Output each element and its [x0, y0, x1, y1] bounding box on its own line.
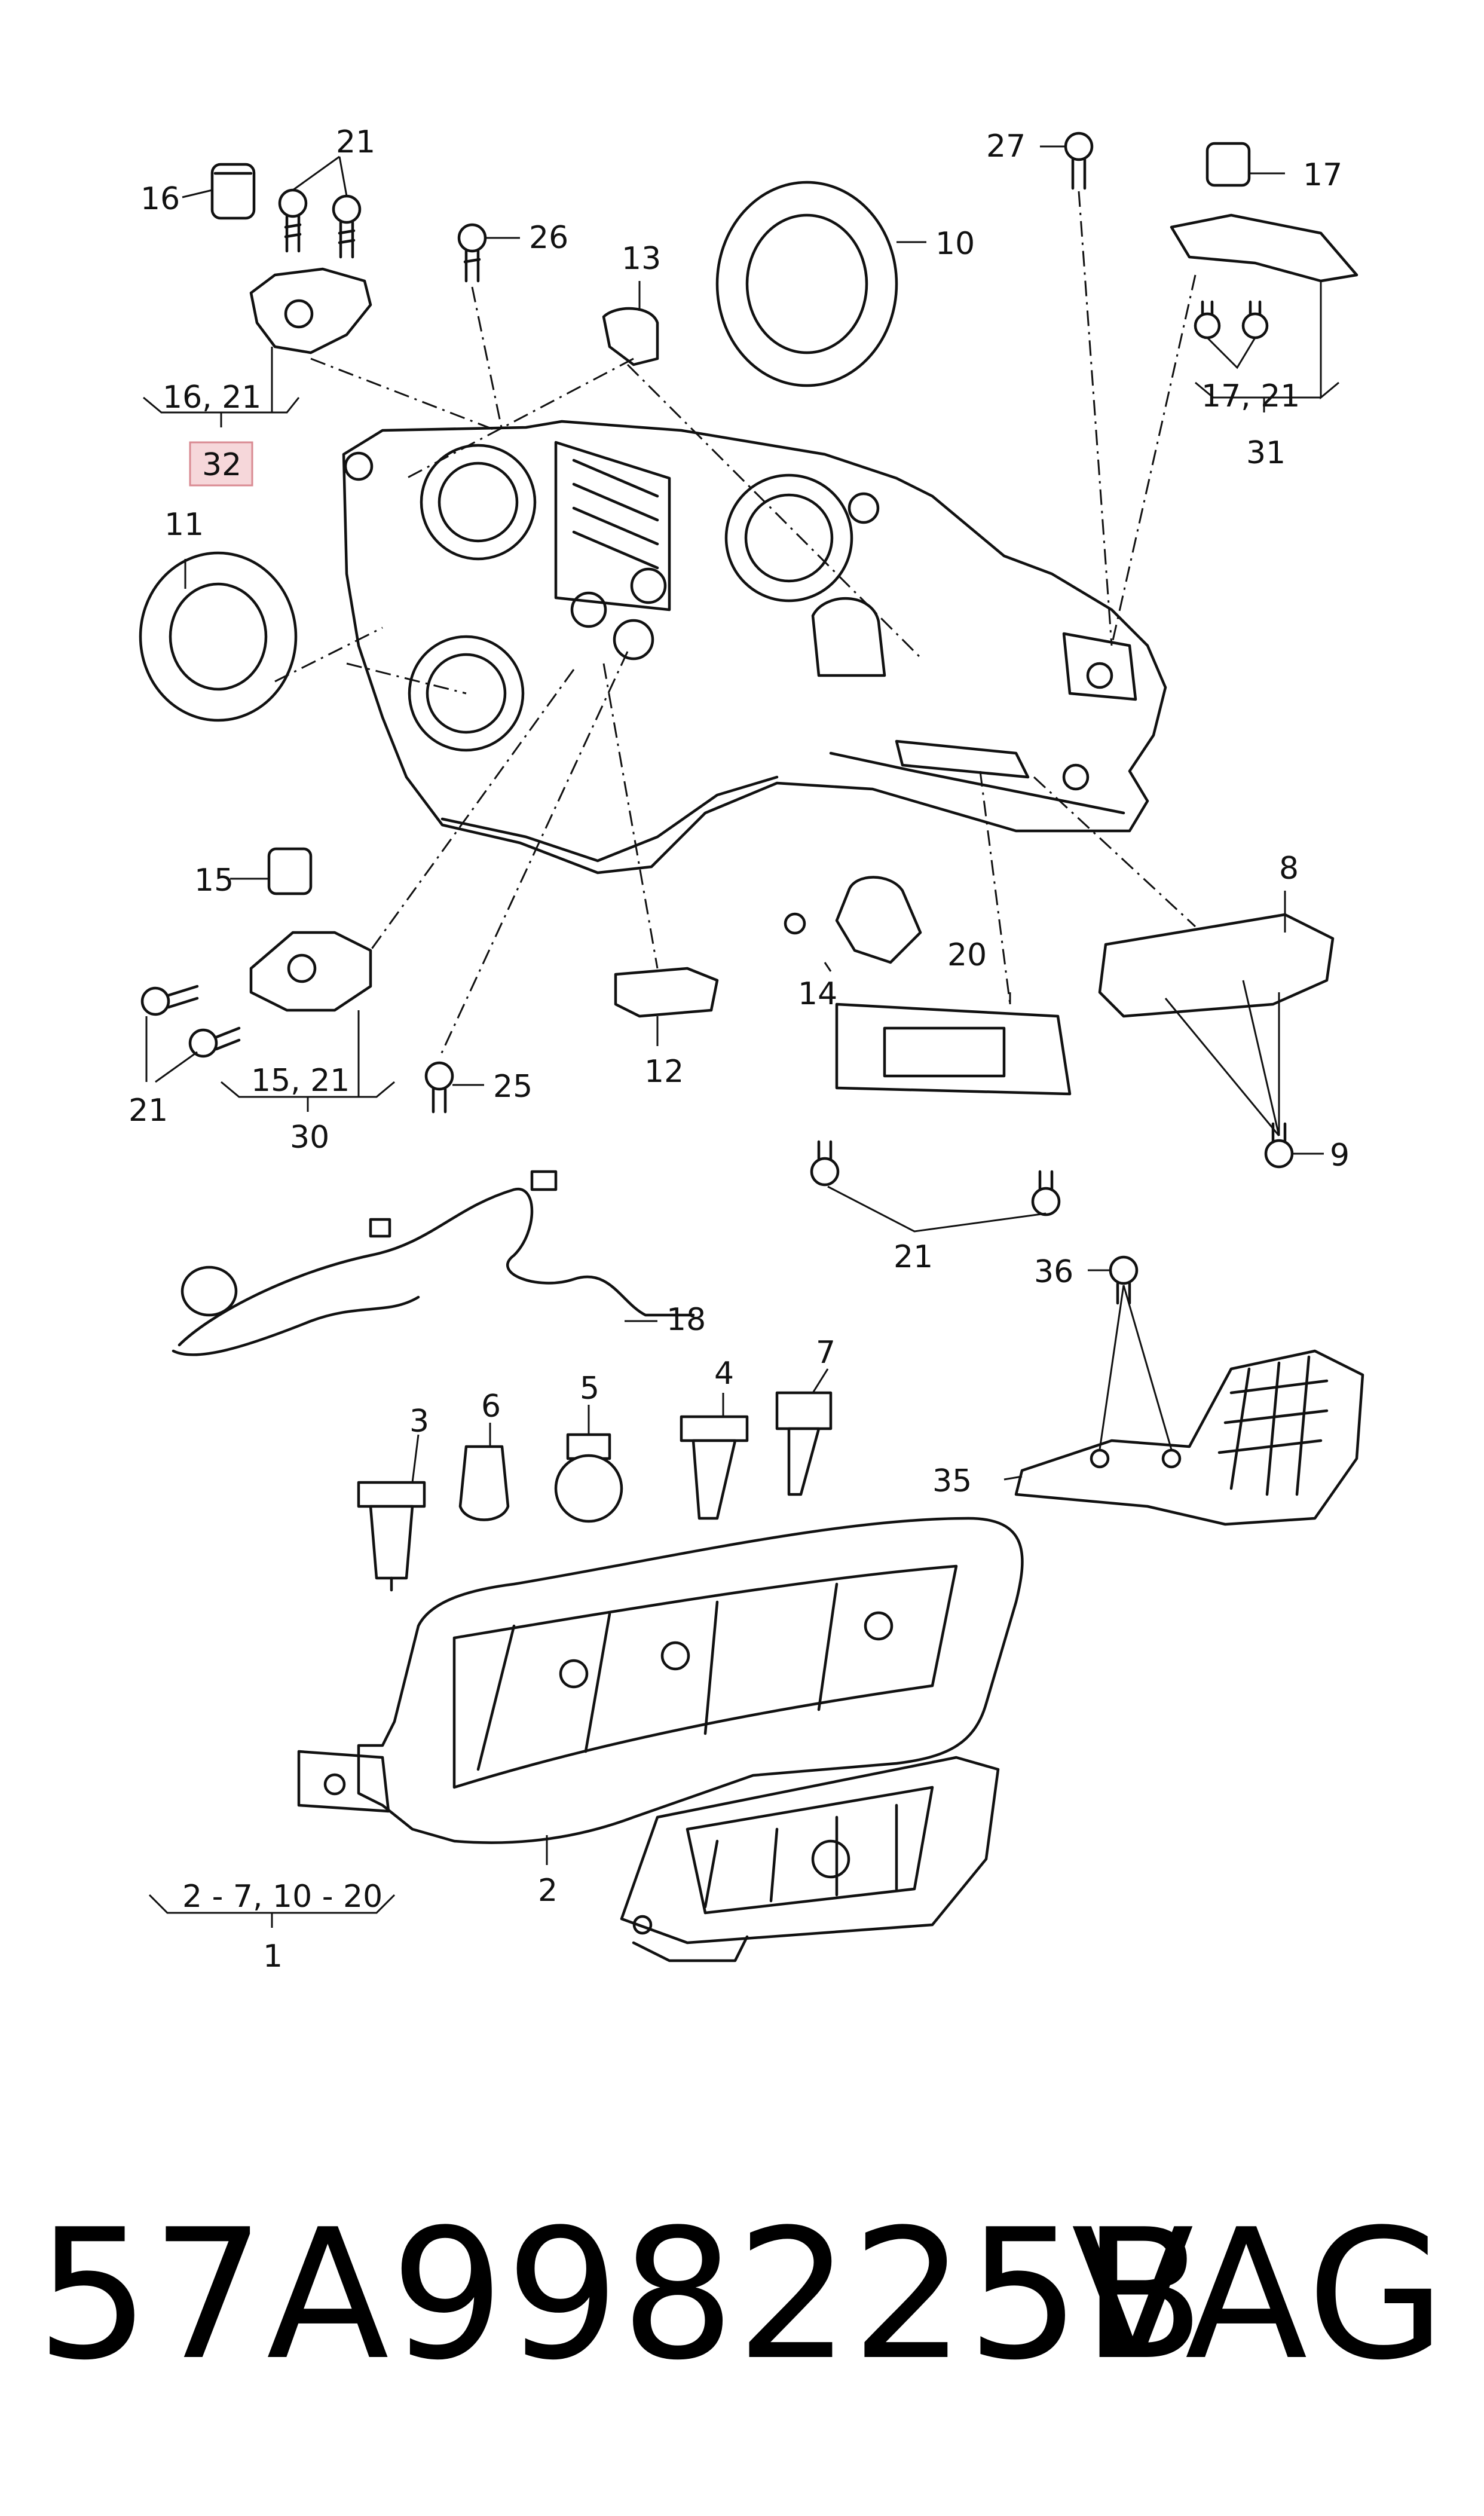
callout-35: 35	[932, 1463, 972, 1499]
callout-13: 13	[622, 241, 661, 277]
callout-1: 1	[263, 1939, 283, 1974]
callout-26: 26	[529, 220, 568, 256]
callout-9: 9	[1330, 1138, 1350, 1173]
cap-10	[715, 181, 898, 387]
callout-16: 16	[140, 181, 180, 217]
group-2-7-10-20: 2 - 7, 10 - 20	[182, 1879, 383, 1915]
callout-6: 6	[481, 1389, 501, 1424]
callout-3: 3	[409, 1404, 429, 1439]
callout-11: 11	[164, 507, 204, 543]
callout-30: 30	[290, 1120, 329, 1155]
part-number: 57A998225B	[36, 2191, 1206, 2399]
cover-8	[1098, 913, 1335, 1018]
screw-17-21-b	[1241, 300, 1269, 340]
callout-18: 18	[666, 1302, 706, 1338]
screw-21-left-b	[188, 1026, 241, 1058]
headlight-assembly	[297, 1517, 1024, 1962]
callout-21-bottom: 21	[894, 1239, 933, 1275]
group-16-21: 16, 21	[163, 380, 261, 415]
callout-32: 32	[202, 447, 241, 483]
callout-12: 12	[644, 1054, 684, 1090]
highlight-box-32	[189, 441, 253, 487]
screw-27	[1064, 132, 1094, 190]
motor-14	[835, 876, 922, 964]
callout-4: 4	[714, 1356, 734, 1392]
bracket-30	[249, 931, 372, 1012]
screw-17-21-a	[1194, 300, 1221, 340]
callout-2: 2	[538, 1873, 558, 1909]
callout-17: 17	[1303, 157, 1342, 193]
screw-21-bottom-a	[810, 1140, 840, 1187]
screw-21-top-b	[332, 194, 362, 259]
callout-36: 36	[1034, 1254, 1073, 1290]
group-15-21: 15, 21	[251, 1063, 350, 1099]
exploded-parts-diagram: 16 21 16, 21 32 26 13 10 27 17 17, 21 31…	[128, 124, 1364, 1974]
screw-36	[1109, 1255, 1139, 1305]
callout-31: 31	[1246, 435, 1286, 471]
bulb-4	[680, 1415, 749, 1520]
bulb-6	[458, 1445, 510, 1521]
control-module-20	[835, 1002, 1072, 1096]
callout-27: 27	[986, 129, 1026, 164]
footer: 57A998225B VAG	[0, 2188, 1484, 2439]
callout-5: 5	[580, 1371, 599, 1407]
callout-25: 25	[493, 1069, 533, 1105]
callout-labels: 16 21 16, 21 32 26 13 10 27 17 17, 21 31…	[128, 124, 1350, 1974]
bulb-5	[554, 1433, 623, 1523]
brand-label: VAG	[1071, 2191, 1448, 2399]
callout-10: 10	[935, 226, 975, 262]
parts-small	[139, 132, 1364, 1592]
callout-14: 14	[798, 976, 837, 1012]
screw-21-bottom-b	[1031, 1170, 1061, 1216]
callout-8: 8	[1279, 851, 1299, 886]
screw-21-left-a	[140, 985, 199, 1016]
leader-lines	[143, 145, 1339, 1928]
callout-21-top: 21	[336, 124, 375, 160]
assembly-lines	[274, 191, 1197, 1059]
sensor-12	[614, 967, 719, 1018]
bulb-7	[775, 1391, 833, 1496]
bracket-31	[1170, 213, 1358, 283]
bracket-35	[1014, 1349, 1364, 1526]
bulb-3	[357, 1481, 426, 1592]
callout-7: 7	[816, 1335, 836, 1371]
nut-15	[267, 847, 313, 895]
screw-21-top-a	[278, 188, 308, 253]
headlight-housing	[342, 420, 1167, 875]
cap-11	[139, 551, 298, 722]
callout-20: 20	[947, 937, 987, 973]
group-17-21: 17, 21	[1201, 378, 1300, 414]
nut-17	[1205, 142, 1251, 187]
clip-13	[602, 307, 659, 366]
screw-25	[424, 1061, 454, 1114]
screw-26	[457, 223, 487, 283]
nut-16	[210, 163, 256, 220]
callout-15: 15	[194, 863, 234, 898]
wiring-harness-18	[178, 1187, 695, 1347]
callout-21-left: 21	[128, 1093, 168, 1129]
